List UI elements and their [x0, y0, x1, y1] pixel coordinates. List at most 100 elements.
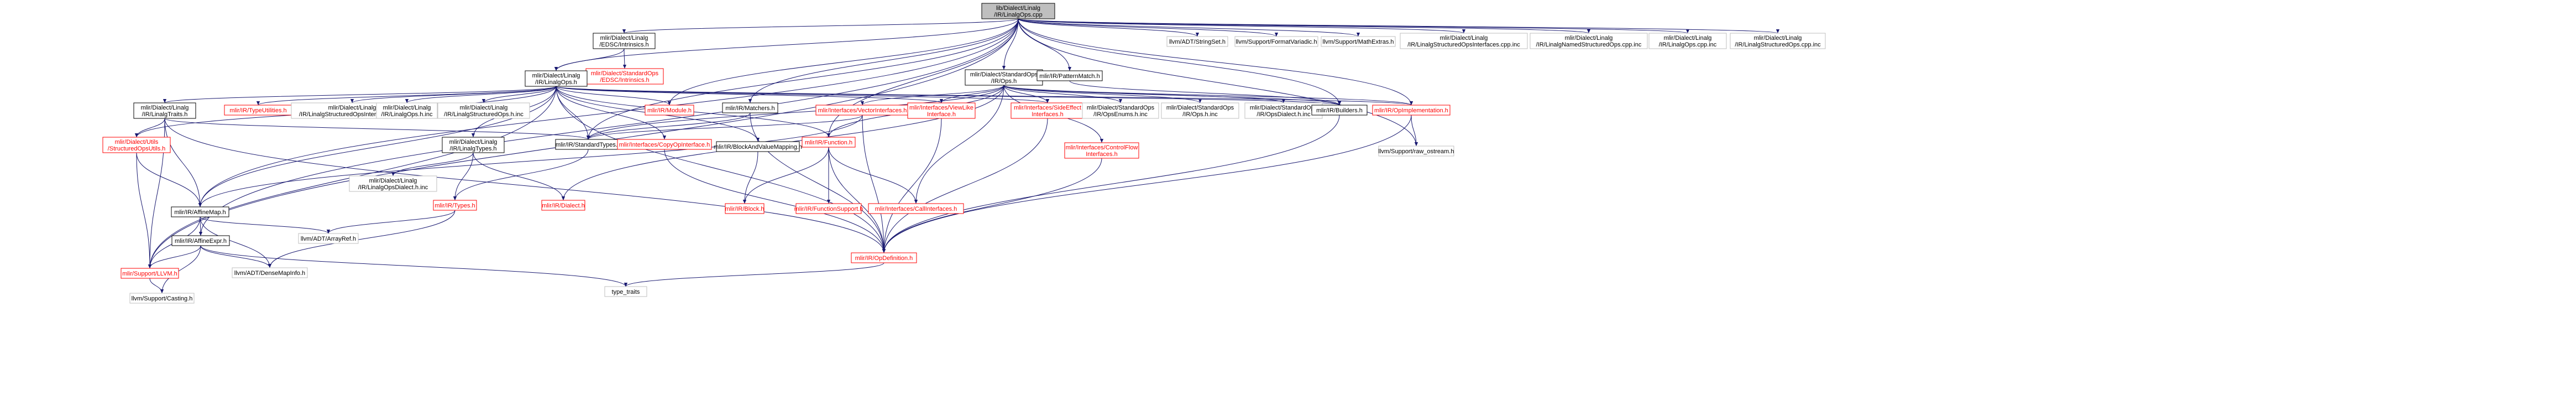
- node-label: mlir/Support/LLVM.h: [122, 271, 177, 277]
- edge-root-to-op_impl: [1018, 18, 1413, 106]
- node-label: mlir/Dialect/Linalg: [1754, 35, 1802, 41]
- node-function_support: mlir/IR/FunctionSupport.h: [794, 203, 863, 214]
- node-block_and_value_mapping[interactable]: mlir/IR/BlockAndValueMapping.h: [714, 141, 802, 152]
- node-linalg_ops_h_inc: mlir/Dialect/Linalg/IR/LinalgOps.h.inc: [376, 102, 438, 119]
- node-casting: llvm/Support/Casting.h: [129, 293, 195, 304]
- node-label: /IR/LinalgOps.cpp.inc: [1659, 41, 1717, 48]
- node-affine_map[interactable]: mlir/IR/AffineMap.h: [171, 206, 229, 217]
- node-box: [349, 175, 437, 192]
- node-label: mlir/Dialect/StandardOps: [591, 70, 659, 77]
- edge-root-to-affine_expr: [198, 18, 1019, 236]
- node-ops_dialect: mlir/Dialect/StandardOps/IR/OpsDialect.h…: [1244, 102, 1323, 119]
- edge-edsc_intrinsics-to-linalg_ops_h: [554, 48, 625, 71]
- node-box: [1234, 36, 1318, 47]
- node-label: /EDSC/Intrinsics.h: [599, 41, 648, 48]
- edge-vector_ifaces-to-standard_types: [586, 115, 863, 140]
- edge-copy_op_iface-to-op_definition: [664, 149, 886, 253]
- node-std_ops_h[interactable]: mlir/Dialect/StandardOps/IR/Ops.h: [965, 69, 1043, 86]
- node-box: [802, 137, 856, 148]
- node-box: [133, 102, 196, 119]
- edge-types-to-densemapinfo: [268, 210, 455, 268]
- edge-root-to-linalg_structured_ops_cpp_inc: [1018, 18, 1779, 34]
- node-label: llvm/ADT/StringSet.h: [1169, 39, 1226, 45]
- node-arrayref: llvm/ADT/ArrayRef.h: [298, 233, 359, 244]
- edge-linalg_traits-to-affine_map: [164, 118, 202, 207]
- node-linalg_ops_h[interactable]: mlir/Dialect/Linalg/IR/LinalgOps.h: [525, 70, 588, 87]
- node-label: mlir/Dialect/Linalg: [369, 178, 417, 184]
- node-box: [1530, 33, 1648, 49]
- edge-root-to-raw_ostream: [1018, 18, 1418, 147]
- edge-builders-to-op_definition: [882, 115, 1340, 253]
- node-box: [725, 203, 765, 214]
- node-label: /StructuredOpsUtils.h: [108, 146, 166, 152]
- node-box: [604, 286, 647, 297]
- node-label: llvm/ADT/ArrayRef.h: [301, 236, 356, 242]
- edge-linalg_ops_h-to-op_impl: [556, 86, 1413, 106]
- node-box: [1321, 36, 1396, 47]
- node-block: mlir/IR/Block.h: [725, 203, 765, 214]
- edge-affine_expr-to-type_traits: [200, 245, 628, 287]
- node-box: [1400, 33, 1528, 49]
- edge-linalg_types-to-types: [453, 152, 474, 201]
- node-label: mlir/IR/PatternMatch.h: [1039, 73, 1099, 80]
- edge-std_ops_h-to-standard_types: [586, 85, 1004, 140]
- node-vector_ifaces: mlir/Interfaces/VectorInterfaces.h: [815, 105, 909, 116]
- node-type_utilities: mlir/IR/TypeUtilities.h: [224, 105, 292, 116]
- edge-std_ops_h-to-callinterfaces: [914, 85, 1004, 204]
- node-box: [376, 102, 438, 119]
- edge-function-to-callinterfaces: [828, 147, 918, 204]
- node-pattern_match[interactable]: mlir/IR/PatternMatch.h: [1036, 70, 1103, 81]
- node-label: /IR/OpsDialect.h.inc: [1256, 111, 1311, 118]
- node-box: [525, 70, 588, 87]
- edge-linalg_ops_h-to-linalg_traits: [163, 86, 557, 103]
- node-linalg_types[interactable]: mlir/Dialect/Linalg/IR/LinalgTypes.h: [442, 137, 505, 153]
- edge-affine_expr-to-support_llvm: [148, 245, 201, 269]
- node-box: [907, 102, 976, 119]
- node-box: [442, 137, 505, 153]
- node-builders[interactable]: mlir/IR/Builders.h: [1311, 105, 1368, 116]
- node-label: mlir/Dialect/StandardOps: [1087, 105, 1155, 111]
- edge-root-to-linalg_ops_cpp_inc: [1018, 18, 1689, 34]
- node-box: [1010, 102, 1085, 119]
- node-label: mlir/Dialect/Utils: [115, 139, 159, 146]
- node-edsc_intrinsics[interactable]: mlir/Dialect/Linalg/EDSC/Intrinsics.h: [593, 33, 656, 49]
- node-label: /IR/LinalgNamedStructuredOps.cpp.inc: [1536, 41, 1642, 48]
- edge-std_ops_h-to-vector_ifaces: [860, 85, 1004, 106]
- node-box: [437, 102, 530, 119]
- node-root: lib/Dialect/Linalg/IR/LinalgOps.cpp: [981, 3, 1055, 19]
- node-std_edsc_intrinsics: mlir/Dialect/StandardOps/EDSC/Intrinsics…: [585, 68, 664, 85]
- edge-root-to-formatvariadic: [1018, 18, 1278, 37]
- edge-affine_map-to-arrayref: [200, 216, 331, 234]
- node-standard_types[interactable]: mlir/IR/StandardTypes.h: [555, 139, 621, 150]
- edge-view_like-to-op_definition: [882, 118, 942, 253]
- node-named_structured_ops_cpp: mlir/Dialect/Linalg/IR/LinalgNamedStruct…: [1530, 33, 1648, 49]
- node-label: /IR/LinalgOpsDialect.h.inc: [358, 184, 428, 191]
- node-box: [171, 206, 229, 217]
- edge-block_and_value_mapping-to-block: [742, 151, 758, 204]
- node-linalg_traits[interactable]: mlir/Dialect/Linalg/IR/LinalgTraits.h: [133, 102, 196, 119]
- edge-linalg_traits-to-op_definition: [164, 118, 886, 253]
- node-label: /EDSC/Intrinsics.h: [600, 77, 649, 84]
- edge-linalg_ops_h-to-structured_ops_ifaces_h_inc: [350, 86, 557, 103]
- edge-linalg_ops_h-to-side_effect: [556, 86, 1049, 103]
- node-box: [541, 200, 585, 211]
- edge-std_ops_h-to-builders: [1003, 85, 1341, 106]
- node-affine_expr[interactable]: mlir/IR/AffineExpr.h: [171, 235, 230, 246]
- node-label: Interfaces.h: [1032, 111, 1063, 118]
- node-box: [102, 137, 171, 153]
- node-label: /IR/LinalgTypes.h: [450, 146, 497, 152]
- node-linalg_ops_cpp_inc: mlir/Dialect/Linalg/IR/LinalgOps.cpp.inc: [1648, 33, 1727, 49]
- node-label: mlir/Dialect/Linalg: [449, 139, 498, 146]
- node-box: [129, 293, 195, 304]
- edge-root-to-standard_types: [586, 18, 1019, 140]
- node-matchers[interactable]: mlir/IR/Matchers.h: [722, 102, 778, 113]
- edge-std_ops_h-to-view_like: [939, 85, 1004, 103]
- node-support_llvm: mlir/Support/LLVM.h: [121, 268, 179, 279]
- node-label: /IR/LinalgOps.h: [535, 79, 577, 86]
- node-label: mlir/Dialect/Linalg: [1664, 35, 1712, 41]
- edge-side_effect-to-op_definition: [882, 118, 1048, 253]
- node-copy_op_iface: mlir/Interfaces/CopyOpInterface.h: [617, 139, 712, 150]
- node-label: mlir/Dialect/StandardOps: [1166, 105, 1234, 111]
